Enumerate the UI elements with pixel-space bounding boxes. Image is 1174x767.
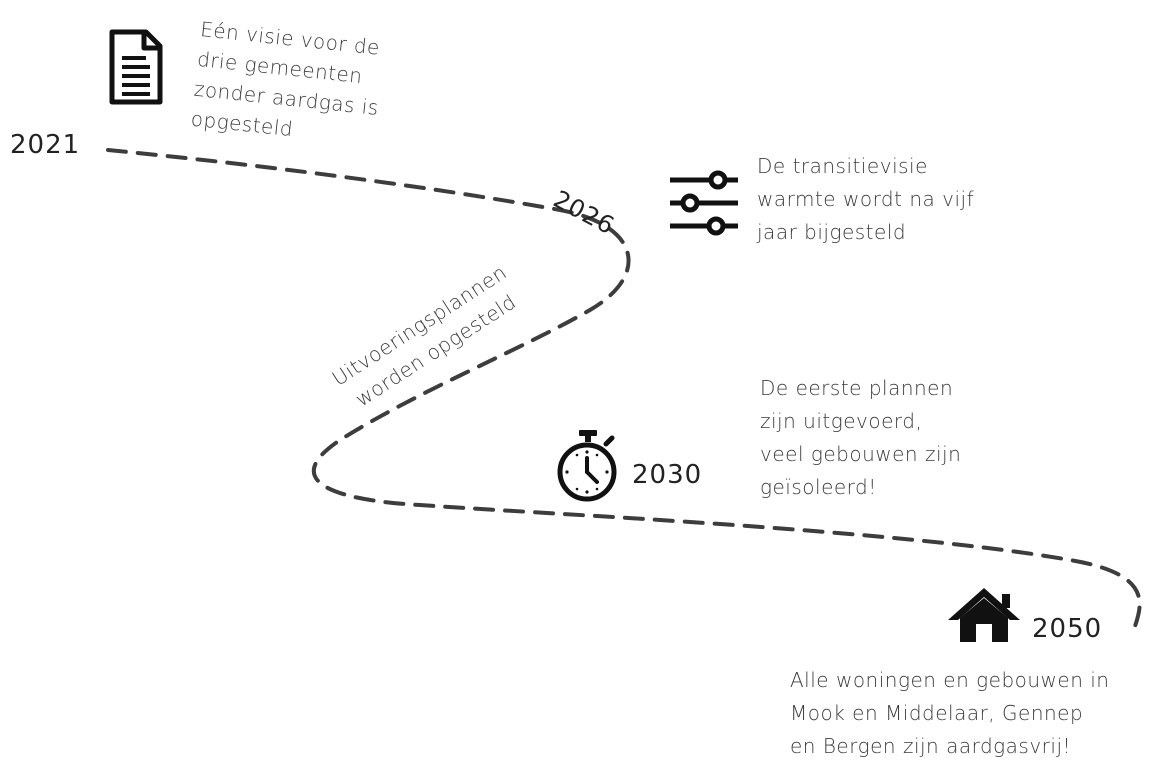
- milestone-2026-line-1: De transitievisie: [757, 154, 928, 178]
- year-2030-label: 2030: [632, 460, 703, 490]
- sliders-icon: [670, 170, 738, 236]
- milestone-2021-text: Eén visie voor de drie gemeenten zonder …: [189, 14, 386, 153]
- house-icon: [948, 588, 1020, 642]
- milestone-2050-line-3: en Bergen zijn aardgasvrij!: [790, 734, 1072, 758]
- milestone-2030-line-1: De eerste plannen: [760, 376, 954, 400]
- milestone-2030-line-3: veel gebouwen zijn: [760, 442, 962, 466]
- milestone-2026-line-2: warmte wordt na vijf: [757, 187, 975, 211]
- milestone-2026-line-3: jaar bijgesteld: [757, 220, 907, 244]
- milestone-2050-line-2: Mook en Middelaar, Gennep: [790, 701, 1084, 725]
- milestone-2026-text: De transitievisie warmte wordt na vijf j…: [757, 150, 974, 249]
- stopwatch-icon: [557, 430, 617, 502]
- year-2050-label: 2050: [1032, 614, 1103, 644]
- milestone-2030-line-4: geïsoleerd!: [760, 475, 877, 499]
- milestone-2030-line-2: zijn uitgevoerd,: [760, 409, 923, 433]
- year-2021-label: 2021: [10, 130, 81, 160]
- milestone-2050-line-1: Alle woningen en gebouwen in: [790, 668, 1110, 692]
- milestone-2050-text: Alle woningen en gebouwen in Mook en Mid…: [790, 664, 1109, 763]
- document-icon: [109, 29, 163, 105]
- milestone-2030-text: De eerste plannen zijn uitgevoerd, veel …: [760, 372, 961, 504]
